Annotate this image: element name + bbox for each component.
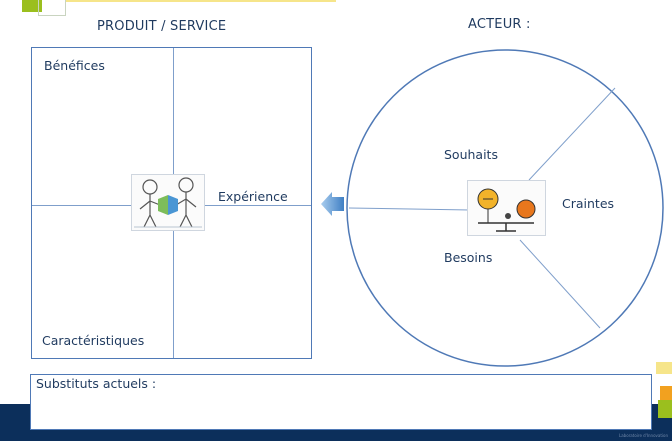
left-arrow-icon	[321, 192, 344, 216]
wishes-label: Souhaits	[444, 147, 498, 162]
substitutes-label: Substituts actuels :	[36, 376, 157, 391]
right-accent-orange	[660, 386, 672, 400]
balance-scale-illustration	[467, 180, 546, 236]
right-accent-green	[658, 400, 672, 418]
substitutes-box: Substituts actuels :	[30, 374, 652, 430]
people-connecting-illustration	[131, 174, 205, 231]
benefits-label: Bénéfices	[44, 58, 105, 73]
needs-label: Besoins	[444, 250, 493, 265]
people-connecting-icon	[134, 177, 202, 228]
right-accent-yellow	[656, 362, 672, 374]
actor-title: ACTEUR :	[468, 17, 531, 32]
accent-square-outline	[38, 0, 66, 16]
value-proposition-square: Bénéfices Caractéristiques Expérience	[31, 47, 312, 359]
balance-scale-icon	[477, 188, 536, 232]
product-service-title: PRODUIT / SERVICE	[97, 19, 227, 34]
characteristics-label: Caractéristiques	[42, 333, 145, 348]
experience-label: Expérience	[218, 189, 288, 204]
fears-label: Craintes	[562, 196, 615, 211]
accent-bar-yellow	[66, 0, 336, 2]
footer-note: Laboratoire d'Innovation	[619, 433, 668, 438]
accent-square-green	[22, 0, 42, 12]
